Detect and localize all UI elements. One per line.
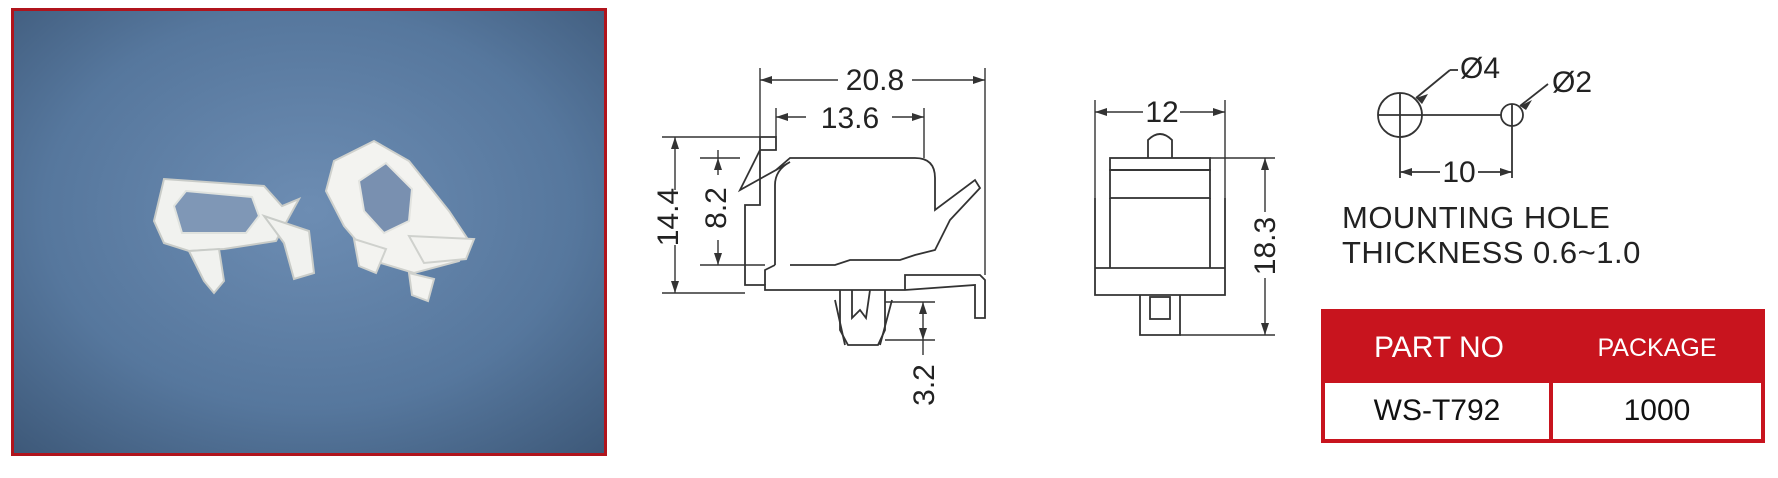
table-row: WS-T792 1000 (1325, 383, 1761, 439)
product-photo-image (14, 11, 604, 453)
dim-front-height: 18.3 (1249, 217, 1282, 275)
product-photo (11, 8, 607, 456)
cell-part-no: WS-T792 (1325, 383, 1554, 439)
front-view-outline (1094, 133, 1226, 336)
header-part-no: PART NO (1373, 331, 1505, 364)
dim-inner-height: 8.2 (700, 187, 733, 229)
dim-overall-height: 14.4 (652, 188, 685, 246)
clip-left (152, 177, 316, 295)
mounting-note: MOUNTING HOLE THICKNESS 0.6~1.0 (1342, 200, 1641, 270)
side-view-outline (737, 136, 986, 346)
dim-overall-width: 20.8 (846, 64, 904, 97)
dimension-arrowheads (671, 76, 1532, 340)
mounting-note-line1: MOUNTING HOLE (1342, 200, 1611, 235)
dim-large-hole: Ø4 (1460, 52, 1500, 85)
front-view-dimensions (1094, 100, 1275, 336)
dim-pin-length: 3.2 (908, 364, 941, 406)
parts-table-header: PART NO PACKAGE (1325, 313, 1761, 383)
dim-small-hole: Ø2 (1552, 66, 1592, 99)
dim-front-width: 12 (1145, 96, 1178, 129)
side-view-dimensions (662, 68, 986, 355)
clip-right (324, 139, 476, 303)
parts-table: PART NO PACKAGE WS-T792 1000 (1321, 309, 1765, 443)
cell-package: 1000 (1553, 383, 1761, 439)
dim-inner-width: 13.6 (821, 102, 879, 135)
dim-hole-spacing: 10 (1442, 156, 1475, 189)
header-package: PACKAGE (1597, 333, 1717, 362)
mounting-note-line2: THICKNESS 0.6~1.0 (1342, 235, 1641, 270)
